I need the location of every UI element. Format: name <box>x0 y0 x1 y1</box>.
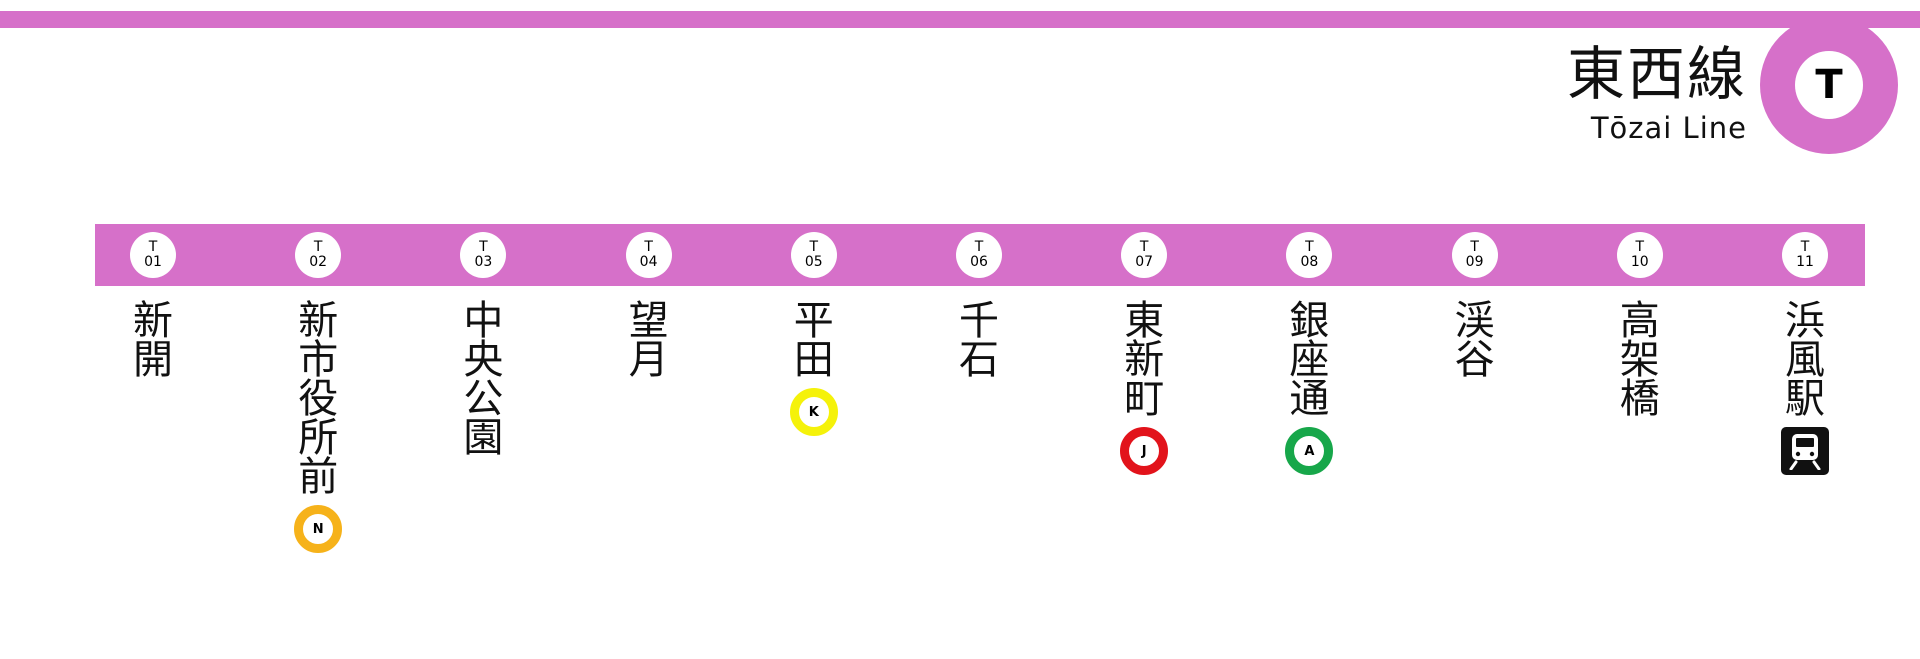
line-symbol-letter: T <box>1795 51 1863 119</box>
line-name-japanese: 東西線 <box>1566 40 1747 108</box>
line-J-transfer-icon: J <box>1120 427 1169 475</box>
station-code-letter: T <box>1139 239 1149 255</box>
station-code-number: 09 <box>1465 254 1484 270</box>
station-code-number: 07 <box>1135 254 1154 270</box>
station-name: 中央公園 <box>463 298 504 461</box>
station-name: 東新町 <box>1124 298 1165 422</box>
station-code-number: 10 <box>1630 254 1649 270</box>
station-code-number: 06 <box>970 254 988 270</box>
station-name: 平田 <box>793 298 834 383</box>
station-code-number: 03 <box>474 254 493 270</box>
station-name: 銀座通 <box>1289 298 1330 422</box>
station-code-letter: T <box>479 239 488 255</box>
top-line-stripe <box>0 11 1920 28</box>
line-name-english: Tōzai Line <box>1590 111 1747 145</box>
line-N-transfer-icon: N <box>294 505 343 553</box>
station-code-letter: T <box>974 239 984 255</box>
station-name: 高架橋 <box>1619 298 1660 422</box>
line-title: 東西線 Tōzai Line <box>1567 38 1747 146</box>
station-code-number: 04 <box>639 254 658 270</box>
station-code-letter: T <box>148 239 158 255</box>
station-name: 千石 <box>959 298 999 383</box>
station-name: 渓谷 <box>1454 298 1495 383</box>
station-code-number: 02 <box>309 254 328 270</box>
station-code-letter: T <box>1800 239 1810 255</box>
station-name: 望月 <box>628 298 669 383</box>
station-code-letter: T <box>313 239 323 255</box>
station-name: 新開 <box>133 298 173 383</box>
station-code-number: 01 <box>144 254 162 270</box>
station-code-number: 08 <box>1300 254 1319 270</box>
line-symbol-badge: T <box>1760 16 1898 154</box>
station-code-letter: T <box>1470 239 1479 255</box>
line-K-transfer-icon: K <box>789 388 838 436</box>
station-code-letter: T <box>809 239 819 255</box>
station-code-number: 11 <box>1796 254 1814 270</box>
line-A-transfer-icon: A <box>1285 427 1334 475</box>
station-name: 新市役所前 <box>298 298 339 500</box>
station-code-letter: T <box>644 239 653 255</box>
station-name: 浜風駅 <box>1785 298 1825 422</box>
station-code-letter: T <box>1305 239 1314 255</box>
station-code-letter: T <box>1635 239 1645 255</box>
station-code-number: 05 <box>804 254 823 270</box>
train-icon <box>1781 427 1829 475</box>
